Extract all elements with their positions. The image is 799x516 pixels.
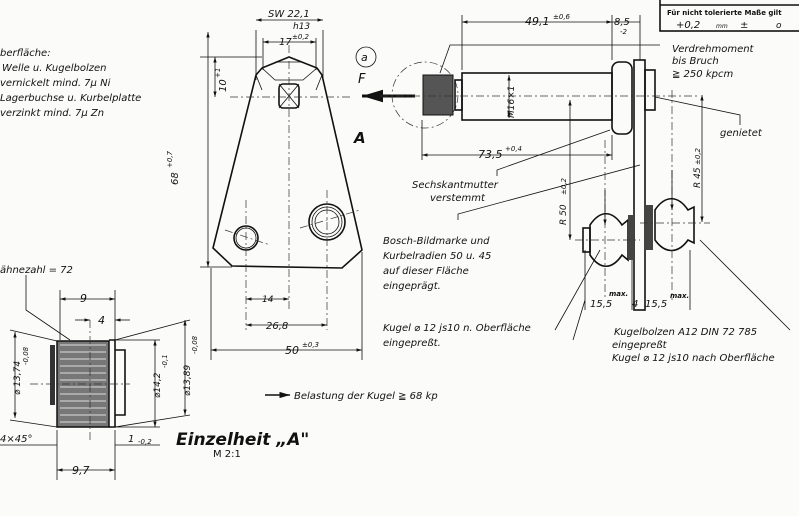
dim-17: 17 — [279, 37, 292, 48]
teeth-note: ähnezahl = 72 — [0, 265, 73, 276]
dim-sw-tol: h13 — [293, 22, 310, 32]
max-label: max. — [670, 292, 689, 300]
note-line: Welle u. Kugelbolzen — [2, 63, 107, 74]
torque-note: bis Bruch — [672, 56, 719, 67]
dim-r45-tol: ±0,2 — [694, 147, 702, 165]
notes: Sechskantmutter verstemmt Bosch-Bildmark… — [265, 129, 775, 402]
dim-dia-13-89-tol: -0,08 — [191, 335, 199, 354]
note-line: verzinkt mind. 7µ Zn — [0, 108, 104, 119]
force-label: F — [358, 72, 366, 87]
note-line: vernickelt mind. 7µ Ni — [0, 78, 111, 89]
dim-26-8: 26,8 — [266, 321, 288, 332]
dim-dia-13-74-tol: -0,08 — [22, 346, 30, 365]
load-note: Belastung der Kugel ≧ 68 kp — [294, 391, 438, 402]
dim-dia-13-89: ⌀13,89 — [183, 365, 193, 396]
crank-plate-view: SW 22,1 h13 17 ±0,2 10 +1 68 +0,7 14 26,… — [166, 9, 363, 360]
dim-49-1-tol: ±0,6 — [553, 13, 571, 21]
dim-sw: SW 22,1 — [268, 9, 310, 20]
pin-note: eingepreßt — [612, 340, 668, 351]
torque-note: ≧ 250 kpcm — [672, 69, 733, 80]
assembly-view: R 50 ±0,2 R 45 ±0,2 max. 15,5 4 15,5 max… — [559, 90, 791, 341]
max-label: max. — [609, 290, 628, 298]
dim-dia-14-2-tol: -0,1 — [161, 354, 169, 368]
dim-10: 10 — [218, 79, 229, 92]
hexnut-note: Sechskantmutter — [412, 180, 499, 191]
title-block: Für nicht tolerierte Maße gilt +0,2 mm ±… — [659, 0, 799, 32]
dim-10-tol: +1 — [214, 68, 222, 78]
dim-14: 14 — [262, 295, 274, 305]
dim-1: 1 — [128, 434, 134, 445]
dim-8-5-tol: -2 — [620, 28, 628, 36]
dim-50-tol: ±0,3 — [302, 341, 319, 349]
detail-title: Einzelheit „A" — [176, 430, 309, 450]
dim-r45: R 45 — [693, 167, 703, 188]
dim-17-tol: ±0,2 — [292, 33, 310, 41]
dim-73-5: 73,5 — [478, 148, 503, 161]
pin-note: Kugelbolzen A12 DIN 72 785 — [614, 327, 757, 338]
dim-73-5-tol: +0,4 — [505, 145, 522, 153]
dim-4-detail: 4 — [98, 314, 105, 327]
bosch-note: auf dieser Fläche — [383, 266, 469, 277]
hexnut-note: verstemmt — [430, 193, 486, 204]
tolerance-heading: Für nicht tolerierte Maße gilt — [667, 9, 782, 17]
tolerance-plusminus: ± — [740, 20, 748, 31]
dim-9-7: 9,7 — [72, 464, 90, 477]
tolerance-zero: o — [776, 21, 782, 31]
riveted-note: genietet — [720, 128, 763, 139]
view-label: A — [353, 129, 366, 147]
tolerance-value: +0,2 — [676, 20, 700, 31]
tolerance-unit: mm — [716, 23, 728, 30]
dim-r50-tol: ±0,2 — [560, 177, 568, 195]
bosch-note: Kurbelradien 50 u. 45 — [383, 251, 491, 262]
surface-note: berfläche: Welle u. Kugelbolzen vernicke… — [0, 48, 141, 119]
dim-49-1: 49,1 — [525, 15, 550, 28]
pin-note: Kugel ⌀ 12 js10 nach Oberfläche — [612, 353, 775, 364]
detail-marker-circle — [355, 46, 377, 68]
dim-dia-14-2: ⌀14,2 — [153, 372, 163, 398]
shaft-view: a F A 49,1 ±0,6 8,5 -2 73,5 +0,4 M16×1 V… — [353, 13, 763, 311]
torque-note: Verdrehmoment — [672, 44, 755, 55]
dim-r50: R 50 — [559, 204, 569, 225]
detail-a: ähnezahl = 72 9 4 ⌀ 13,74 -0,08 ⌀14,2 -0… — [0, 265, 309, 480]
dim-1-tol: -0,2 — [138, 438, 152, 446]
detail-scale: M 2:1 — [213, 449, 241, 460]
note-line: Lagerbuchse u. Kurbelplatte — [0, 93, 141, 104]
dim-thread: M16×1 — [507, 86, 517, 118]
bosch-note: Bosch-Bildmarke und — [383, 236, 490, 247]
dim-8-5: 8,5 — [614, 17, 630, 28]
ball-note: eingepreßt. — [383, 338, 441, 349]
dim-15-5: 15,5 — [645, 299, 667, 310]
dim-15-5: 15,5 — [590, 299, 612, 310]
bosch-note: eingeprägt. — [383, 281, 441, 292]
dim-9: 9 — [80, 292, 87, 305]
dim-4: 4 — [632, 299, 638, 310]
dim-chamfer: 4×45° — [0, 434, 32, 445]
detail-marker: a — [361, 51, 368, 64]
dim-dia-13-74: ⌀ 13,74 — [13, 361, 23, 395]
dim-68: 68 — [170, 172, 181, 185]
dim-50: 50 — [285, 344, 299, 357]
note-title: berfläche: — [0, 48, 51, 59]
ball-note: Kugel ⌀ 12 js10 n. Oberfläche — [383, 323, 531, 334]
dim-68-tol: +0,7 — [166, 150, 174, 168]
